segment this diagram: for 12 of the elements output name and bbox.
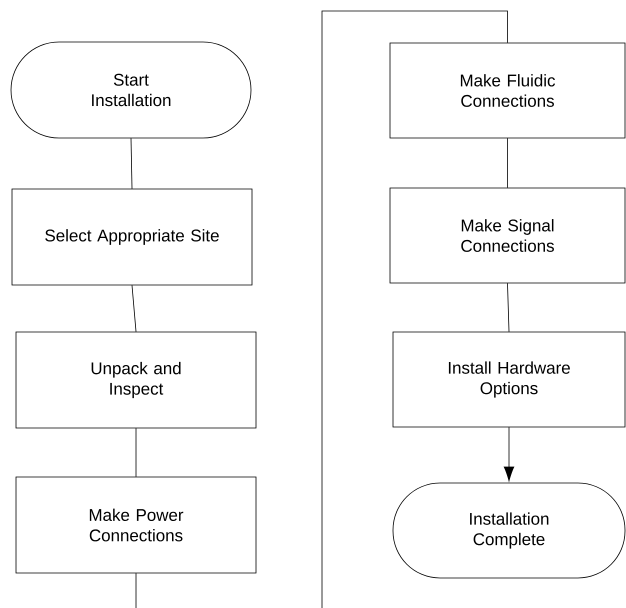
connector xyxy=(507,283,510,332)
connector xyxy=(504,427,514,482)
process-box: Make Fluidic Connections xyxy=(390,42,626,138)
process-box: Install Hardware Options xyxy=(392,332,626,428)
connector xyxy=(130,138,132,189)
process-box: Select Appropriate Site xyxy=(12,188,252,286)
connector xyxy=(136,10,508,608)
connector xyxy=(507,138,508,188)
process-box: Make Power Connections xyxy=(16,476,256,574)
process-box: Unpack and Inspect xyxy=(16,332,256,428)
connector xyxy=(132,285,136,332)
process-box: Make Signal Connections xyxy=(390,188,626,284)
